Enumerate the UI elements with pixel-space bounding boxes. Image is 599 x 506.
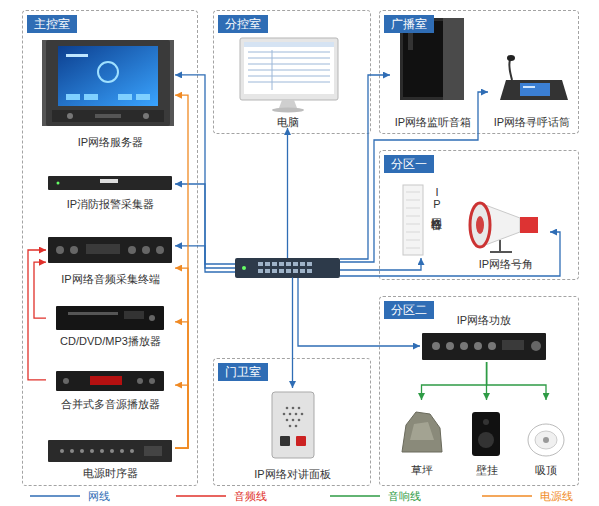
- room-group: 门卫室 IP网络对讲面板: [213, 358, 371, 486]
- blue-cable: [292, 278, 294, 388]
- device-label: IP网络音柱: [431, 186, 443, 210]
- device-label: IP网络音频采集终端: [61, 273, 159, 285]
- device-label: 壁挂: [476, 464, 498, 476]
- device-label: 草坪: [411, 464, 433, 476]
- audio-terminal-illustration: [48, 237, 172, 263]
- legend-line: [176, 495, 226, 497]
- room-group: 广播室 IP网络监听音箱 IP网络寻呼话筒: [379, 10, 579, 134]
- device-node: 合并式多音源播放器: [46, 367, 175, 410]
- device-node: IP网络号角: [462, 190, 550, 270]
- device-label: IP网络功放: [457, 314, 511, 326]
- room-group: 主控室 IP网络服务器 IP消防报警采集器 IP网络音频采集终端 CD/DVD/MP3播…: [22, 10, 198, 486]
- orange-cable: [175, 95, 188, 448]
- room-group: 分控室电脑: [213, 10, 371, 134]
- group-title: 主控室: [27, 15, 77, 33]
- ceiling-speaker-illustration: [528, 424, 564, 456]
- orange-cable: [175, 322, 188, 448]
- group-title: 广播室: [384, 15, 434, 33]
- device-node: IP网络对讲面板: [250, 388, 335, 480]
- device-label: IP网络号角: [479, 258, 533, 270]
- device-label: IP网络服务器: [78, 136, 143, 148]
- group-title: 门卫室: [218, 363, 268, 381]
- blue-cable: [340, 232, 560, 276]
- orange-cable: [175, 385, 188, 448]
- fire-alarm-collector-illustration: [48, 176, 172, 190]
- switch-illustration: [235, 258, 340, 278]
- wall-speaker-illustration: [472, 412, 500, 456]
- amplifier-illustration: [422, 333, 546, 360]
- network-switch: [235, 258, 340, 278]
- legend-line: [482, 495, 532, 497]
- horn-illustration: [470, 203, 538, 252]
- zone-group: 分区二 IP网络功放草坪 壁挂 吸顶: [379, 296, 579, 486]
- device-node: IP网络监听音箱: [390, 16, 476, 128]
- red-cable: [28, 250, 46, 380]
- red-cable: [34, 262, 46, 318]
- device-node: IP消防报警采集器: [46, 170, 175, 210]
- device-node: 草坪: [398, 400, 445, 476]
- zone-group: 分区一 IP网络音柱 IP网络号角: [379, 150, 579, 280]
- cd-player-illustration: [56, 306, 164, 330]
- green-cable: [487, 362, 546, 400]
- device-label: 电源时序器: [83, 467, 138, 479]
- power-sequencer-illustration: [48, 440, 172, 462]
- intercom-panel-illustration: [272, 392, 314, 458]
- device-node: 壁挂: [463, 400, 510, 476]
- device-label: IP网络对讲面板: [254, 468, 330, 480]
- device-node: IP网络音频采集终端: [46, 232, 175, 285]
- device-node: 吸顶: [522, 400, 570, 476]
- blue-cable: [340, 92, 488, 262]
- paging-mic-illustration: [500, 55, 568, 100]
- device-label: 合并式多音源播放器: [61, 398, 160, 410]
- orange-cable: [175, 268, 188, 448]
- blue-cable: [340, 75, 390, 259]
- sound-column-illustration: [403, 185, 423, 255]
- server-illustration: [42, 40, 174, 126]
- green-cable: [486, 362, 487, 400]
- device-label: 电脑: [277, 116, 299, 128]
- device-node: IP网络服务器: [46, 38, 175, 148]
- device-node: 电源时序器: [46, 435, 175, 479]
- multi-source-player-illustration: [56, 371, 164, 391]
- blue-cable: [175, 246, 235, 272]
- blue-cable: [175, 75, 235, 264]
- device-node: IP网络功放: [420, 314, 548, 362]
- device-label: 吸顶: [535, 464, 557, 476]
- device-node: 电脑: [236, 36, 339, 128]
- device-label: IP消防报警采集器: [67, 198, 154, 210]
- legend-line: [30, 495, 80, 497]
- group-title: 分区二: [384, 301, 434, 319]
- lawn-speaker-illustration: [402, 412, 442, 452]
- device-node: CD/DVD/MP3播放器: [46, 302, 175, 347]
- legend-line: [330, 495, 380, 497]
- device-node: IP网络音柱: [396, 178, 446, 258]
- device-label: IP网络监听音箱: [395, 116, 471, 128]
- blue-cable: [340, 258, 421, 270]
- device-label: IP网络寻呼话筒: [494, 116, 570, 128]
- legend-label: 电源线: [540, 490, 573, 502]
- blue-cable: [287, 128, 288, 258]
- legend-label: 网线: [88, 490, 110, 502]
- legend-label: 音频线: [234, 490, 267, 502]
- computer-illustration: [240, 38, 338, 113]
- blue-cable: [175, 184, 235, 268]
- group-title: 分区一: [384, 155, 434, 173]
- device-label: CD/DVD/MP3播放器: [60, 335, 161, 347]
- blue-cable: [298, 278, 420, 346]
- green-cable: [422, 362, 487, 400]
- group-title: 分控室: [218, 15, 268, 33]
- device-node: IP网络寻呼话筒: [488, 58, 576, 128]
- legend-label: 音响线: [388, 490, 421, 502]
